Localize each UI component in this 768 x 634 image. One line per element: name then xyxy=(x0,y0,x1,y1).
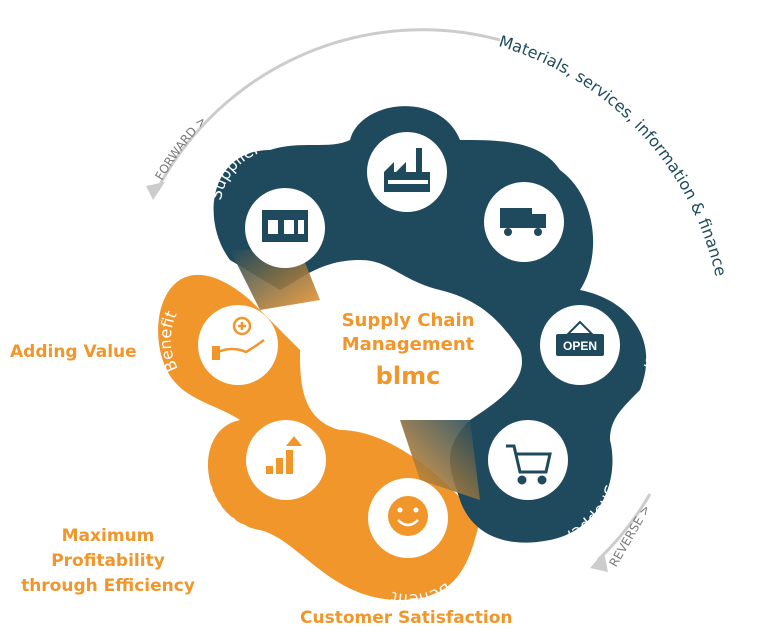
shopping-cart-icon xyxy=(506,444,552,485)
reverse-arc xyxy=(590,493,652,572)
svg-text:OPEN: OPEN xyxy=(563,339,597,353)
node-label-manufacturer: Manufacturer xyxy=(348,65,464,105)
smiley-face-icon xyxy=(388,496,428,536)
warehouse-icon xyxy=(262,210,308,242)
benefit-profitability-line2: through Efficiency xyxy=(21,576,195,596)
truck-icon xyxy=(500,208,546,236)
center-logo: blmc xyxy=(376,362,441,390)
forward-arc xyxy=(146,28,501,200)
benefit-profitability-line1: Maximum Profitability xyxy=(51,526,165,571)
center-title: Supply Chain Management blmc xyxy=(342,310,475,390)
benefit-profitability-label: Maximum Profitability through Efficiency xyxy=(2,524,214,599)
benefit-customer-satisfaction-label: Customer Satisfaction xyxy=(300,608,513,628)
forward-arc-label: FORWARD > xyxy=(152,114,209,183)
reverse-arc-label: REVERSE > xyxy=(606,502,653,569)
hand-plus-icon xyxy=(212,316,265,360)
center-title-line2: Management xyxy=(342,334,475,355)
growth-chart-icon xyxy=(266,436,302,474)
factory-icon xyxy=(384,148,430,192)
open-sign-icon: OPEN xyxy=(556,320,604,356)
benefit-adding-value-label: Adding Value xyxy=(10,342,137,362)
center-title-line1: Supply Chain xyxy=(342,310,475,331)
